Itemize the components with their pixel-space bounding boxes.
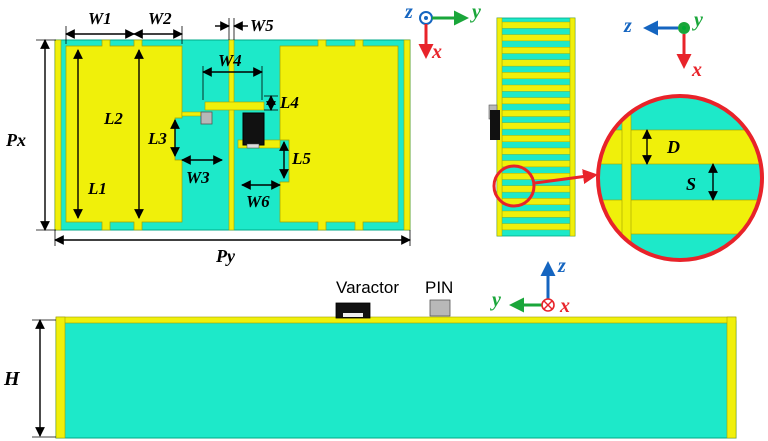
side-stripe <box>501 97 571 105</box>
side-highlight-circle <box>492 164 536 208</box>
side-stripe <box>501 185 571 193</box>
side-stripe <box>501 223 571 231</box>
label-pin: PIN <box>425 278 453 297</box>
side-stripe <box>501 21 571 29</box>
side-axis-z: z <box>623 15 632 37</box>
top-axis-y: y <box>470 1 481 23</box>
front-axis-z: z <box>557 255 566 277</box>
right-rail <box>403 39 411 231</box>
label-w5: W5 <box>250 16 274 35</box>
dimension-lines <box>36 18 411 246</box>
label-px: Px <box>5 130 26 150</box>
side-stripe <box>501 72 571 79</box>
zoom-arrow <box>534 169 598 185</box>
label-w2: W2 <box>148 9 172 28</box>
front-axis-triad: z y x <box>490 255 570 317</box>
feed-top <box>204 101 265 111</box>
label-l4: L4 <box>279 93 299 112</box>
center-strip <box>228 39 235 231</box>
side-axis-x: x <box>691 59 702 81</box>
label-l2: L2 <box>103 109 123 128</box>
side-view: D S z y x <box>488 9 764 262</box>
front-right-rail <box>726 316 737 439</box>
top-axis-x: x <box>431 41 442 63</box>
side-stripe <box>501 59 571 67</box>
label-w6: W6 <box>246 192 270 211</box>
zoom-view: D S <box>596 94 764 262</box>
side-stripes <box>501 21 571 231</box>
side-axis-triad: z y x <box>623 9 703 81</box>
side-stripe <box>501 34 571 42</box>
pin-diode-top <box>200 111 213 125</box>
front-axis-x: x <box>559 295 570 317</box>
right-patch <box>279 39 399 231</box>
front-view: Varactor PIN H z y x <box>3 255 737 439</box>
label-l5: L5 <box>291 149 311 168</box>
front-pin <box>429 299 451 317</box>
label-l1: L1 <box>87 179 107 198</box>
side-stripe <box>501 210 571 218</box>
top-view: W1 W2 W5 W4 L4 L2 L3 L5 L1 W3 W6 Px Py z… <box>5 1 481 266</box>
label-l3: L3 <box>147 129 167 148</box>
label-py: Py <box>215 246 236 266</box>
front-varactor-pad <box>343 313 363 317</box>
side-right-rail <box>569 17 576 237</box>
label-w4: W4 <box>218 51 242 70</box>
side-axis-y: y <box>692 9 703 31</box>
side-stripe <box>501 109 571 117</box>
label-w1: W1 <box>88 9 112 28</box>
top-axis-z: z <box>404 1 413 23</box>
side-stripe <box>501 147 571 155</box>
side-varactor <box>490 110 500 140</box>
side-stripe <box>501 198 571 205</box>
label-w3: W3 <box>186 168 210 187</box>
varactor-top <box>242 112 265 146</box>
label-h: H <box>3 368 21 390</box>
left-patch <box>65 39 183 231</box>
label-varactor: Varactor <box>336 278 399 297</box>
front-left-rail <box>55 316 66 439</box>
front-substrate <box>55 320 737 439</box>
front-top-layer <box>55 316 737 324</box>
side-stripe <box>501 122 571 130</box>
side-stripe <box>501 84 571 92</box>
side-stripe <box>501 135 571 142</box>
label-s: S <box>686 174 696 194</box>
front-axis-y: y <box>490 289 501 311</box>
label-d: D <box>666 137 680 157</box>
left-rail <box>54 39 62 231</box>
top-axis-triad: z y x <box>404 1 481 63</box>
varactor-top-pad <box>246 143 260 149</box>
side-stripe <box>501 47 571 54</box>
